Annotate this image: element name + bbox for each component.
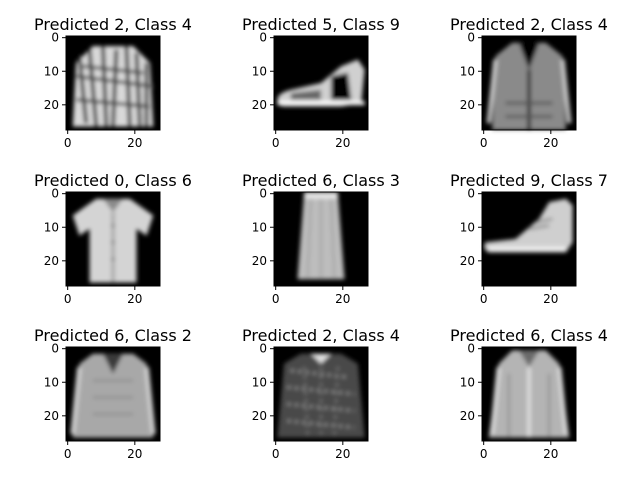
axes-frame <box>481 346 577 442</box>
y-tick-label: 20 <box>44 254 59 268</box>
panel-title: Predicted 2, Class 4 <box>242 326 400 345</box>
panel-title: Predicted 5, Class 9 <box>242 15 400 34</box>
y-tick-label: 20 <box>460 98 475 112</box>
axes-frame <box>65 346 161 442</box>
axes-frame <box>65 191 161 287</box>
y-tick-label: 0 <box>51 342 59 356</box>
y-tick-label: 0 <box>51 187 59 201</box>
image-panel-8: Predicted 2, Class 4 0 10 20 0 20 <box>242 326 400 461</box>
panel-title: Predicted 6, Class 2 <box>34 326 192 345</box>
y-tick-label: 0 <box>259 31 267 45</box>
y-tick-label: 0 <box>51 31 59 45</box>
image-panel-1: Predicted 2, Class 4 0 10 20 0 20 <box>34 15 192 150</box>
panel-title: Predicted 6, Class 4 <box>450 326 608 345</box>
y-tick-label: 0 <box>259 187 267 201</box>
y-tick-label: 0 <box>467 187 475 201</box>
y-tick-label: 20 <box>44 409 59 423</box>
image-panel-4: Predicted 0, Class 6 0 10 20 0 20 <box>34 171 192 306</box>
axes-frame <box>481 35 577 131</box>
y-tick-label: 20 <box>460 409 475 423</box>
y-tick-label: 0 <box>467 31 475 45</box>
y-tick-label: 10 <box>252 375 267 389</box>
garment-tshirt <box>72 198 154 283</box>
y-tick-label: 10 <box>252 220 267 234</box>
y-tick-label: 10 <box>44 220 59 234</box>
image-panel-9: Predicted 6, Class 4 0 10 20 0 20 <box>450 326 608 461</box>
x-tick-label: 20 <box>127 447 142 461</box>
panel-title: Predicted 9, Class 7 <box>450 171 608 190</box>
x-tick-label: 0 <box>272 136 280 150</box>
x-tick-label: 20 <box>335 136 350 150</box>
y-tick-label: 20 <box>252 98 267 112</box>
x-tick-label: 20 <box>335 292 350 306</box>
x-tick-label: 20 <box>127 136 142 150</box>
axes-frame <box>273 346 369 442</box>
y-tick-label: 10 <box>460 220 475 234</box>
axes-frame <box>273 191 369 287</box>
image-panel-5: Predicted 6, Class 3 0 10 20 0 20 <box>242 171 400 306</box>
y-tick-label: 20 <box>252 254 267 268</box>
y-tick-label: 20 <box>460 254 475 268</box>
garment-sandal <box>277 59 365 107</box>
panel-title: Predicted 6, Class 3 <box>242 171 400 190</box>
image-panel-7: Predicted 6, Class 2 0 10 20 0 20 <box>34 326 192 461</box>
x-tick-label: 20 <box>543 292 558 306</box>
garment-shirt-patterned <box>72 45 154 127</box>
garment-sweater-dark <box>277 353 365 438</box>
x-tick-label: 20 <box>335 447 350 461</box>
garment-sweater-light <box>70 353 156 438</box>
panel-title: Predicted 0, Class 6 <box>34 171 192 190</box>
x-tick-label: 0 <box>480 447 488 461</box>
image-panel-2: Predicted 5, Class 9 0 10 20 0 20 <box>242 15 400 150</box>
x-tick-label: 0 <box>64 292 72 306</box>
x-tick-label: 0 <box>64 447 72 461</box>
x-tick-label: 0 <box>480 136 488 150</box>
y-tick-label: 10 <box>44 64 59 78</box>
axes-frame <box>65 35 161 131</box>
y-tick-label: 10 <box>44 375 59 389</box>
garment-cardigan <box>486 42 572 131</box>
panel-title: Predicted 2, Class 4 <box>450 15 608 34</box>
x-tick-label: 20 <box>543 447 558 461</box>
axes-frame <box>481 191 577 287</box>
garment-sneaker <box>484 198 573 253</box>
x-tick-label: 20 <box>127 292 142 306</box>
y-tick-label: 20 <box>44 98 59 112</box>
garment-skirt <box>297 192 345 280</box>
y-tick-label: 20 <box>252 409 267 423</box>
panel-title: Predicted 2, Class 4 <box>34 15 192 34</box>
y-tick-label: 0 <box>259 342 267 356</box>
y-tick-label: 10 <box>252 64 267 78</box>
image-panel-6: Predicted 9, Class 7 0 10 20 0 20 <box>450 171 608 306</box>
x-tick-label: 0 <box>272 292 280 306</box>
image-panel-3: Predicted 2, Class 4 0 10 20 0 20 <box>450 15 608 150</box>
y-tick-label: 10 <box>460 375 475 389</box>
y-tick-label: 10 <box>460 64 475 78</box>
x-tick-label: 0 <box>480 292 488 306</box>
garment-coat <box>488 350 570 438</box>
x-tick-label: 0 <box>272 447 280 461</box>
x-tick-label: 0 <box>64 136 72 150</box>
y-tick-label: 0 <box>467 342 475 356</box>
axes-frame <box>273 35 369 131</box>
x-tick-label: 20 <box>543 136 558 150</box>
